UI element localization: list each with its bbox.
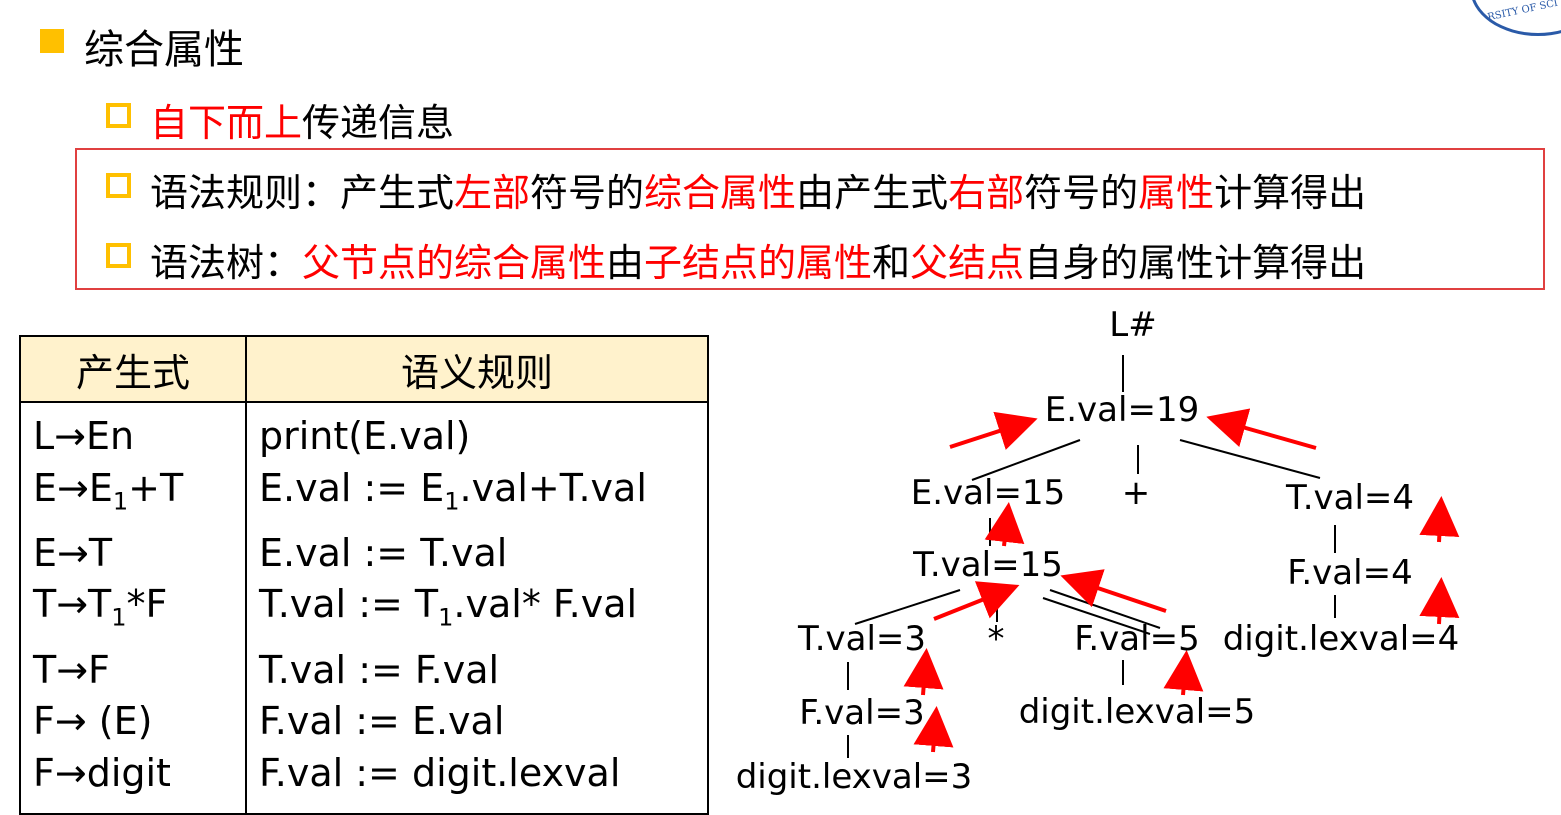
bullet-square-icon <box>106 173 131 198</box>
node-t4: T.val=4 <box>1285 478 1414 518</box>
node-root: L# <box>1109 305 1156 345</box>
rule-row: F.val := E.val <box>259 699 505 744</box>
node-digit3: digit.lexval=3 <box>736 757 973 797</box>
production-row: L→En <box>33 414 135 458</box>
tree-text: 子结点的属性 <box>644 241 873 285</box>
rules-column: print(E.val) E.val := E1.val+T.val E.val… <box>245 402 709 815</box>
node-e19: E.val=19 <box>1045 390 1199 430</box>
node-plus: + <box>1122 473 1151 513</box>
semantic-rules-table: 产生式 语义规则 L→En E→E1+T E→T T→T1*F T→F F→ (… <box>19 335 709 815</box>
tree-text: 语法树： <box>150 241 303 285</box>
syntax-tree-line: 语法树：父节点的综合属性由子结点的属性和父结点自身的属性计算得出 <box>150 232 1366 287</box>
tree-labels: L# E.val=19 E.val=15 + T.val=4 T.val=15 … <box>736 305 1460 797</box>
heading-bullet-icon <box>40 29 64 53</box>
bullet-square-icon <box>106 243 131 268</box>
rule-text: 符号的 <box>530 171 645 215</box>
node-digit4: digit.lexval=4 <box>1223 619 1460 659</box>
rule-text: 属性 <box>1138 171 1215 215</box>
rule-text: 左部 <box>454 171 531 215</box>
rule-text: 综合属性 <box>644 171 797 215</box>
production-row: E→E1+T <box>33 465 184 516</box>
node-f3: F.val=3 <box>799 693 924 733</box>
rule-row: print(E.val) <box>259 414 471 458</box>
node-f4: F.val=4 <box>1287 553 1412 593</box>
node-e15: E.val=15 <box>911 473 1065 513</box>
tree-text: 父结点 <box>910 241 1025 285</box>
header-semantic-rule: 语义规则 <box>245 335 709 403</box>
rule-text: 符号的 <box>1024 171 1139 215</box>
rule-row: F.val := digit.lexval <box>259 750 621 795</box>
rule-row: T.val := F.val <box>259 647 500 692</box>
node-f5: F.val=5 <box>1074 619 1199 659</box>
pass-info-text: 传递信息 <box>302 101 455 145</box>
rule-text: 计算得出 <box>1214 171 1367 215</box>
bullet-bottom-up: 自下而上传递信息 <box>150 92 454 147</box>
rule-text: 语法规则：产生式 <box>150 171 455 215</box>
synthesis-arrows <box>903 408 1460 753</box>
bullet-square-icon <box>106 103 131 128</box>
bottom-up-text: 自下而上 <box>150 101 303 145</box>
production-row: T→F <box>33 647 110 692</box>
rule-row: E.val := T.val <box>259 530 508 575</box>
heading-title: 综合属性 <box>84 27 244 73</box>
productions-column: L→En E→E1+T E→T T→T1*F T→F F→ (E) F→digi… <box>19 402 247 815</box>
production-row: E→T <box>33 530 113 575</box>
node-star: * <box>988 619 1005 659</box>
node-t3: T.val=3 <box>797 619 926 659</box>
rule-text: 右部 <box>948 171 1025 215</box>
production-row: T→T1*F <box>33 582 168 632</box>
header-production: 产生式 <box>19 335 247 403</box>
production-row: F→ (E) <box>33 699 153 744</box>
rule-row: T.val := T1.val* F.val <box>259 582 638 632</box>
grammar-rule-line: 语法规则：产生式左部符号的综合属性由产生式右部符号的属性计算得出 <box>150 162 1366 217</box>
rule-text: 由产生式 <box>796 171 949 215</box>
tree-text: 由 <box>606 241 645 285</box>
rule-row: E.val := E1.val+T.val <box>259 465 647 516</box>
tree-text: 和 <box>872 241 911 285</box>
production-row: F→digit <box>33 750 171 795</box>
tree-text: 父节点的综合属性 <box>302 241 607 285</box>
tree-text: 自身的属性计算得出 <box>1024 241 1367 285</box>
node-t15: T.val=15 <box>912 545 1063 585</box>
definition-frame <box>75 148 1545 290</box>
node-digit5: digit.lexval=5 <box>1019 692 1256 732</box>
